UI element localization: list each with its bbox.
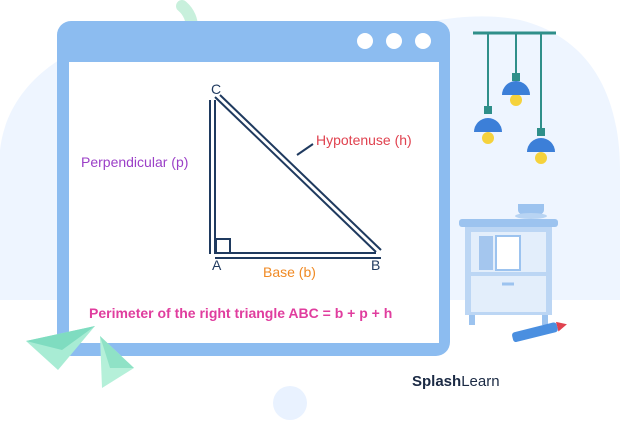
vertex-a-label: A (212, 257, 222, 273)
window-dot (415, 33, 431, 49)
diagram-canvas (69, 62, 439, 343)
base-label: Base (b) (263, 264, 316, 280)
cup-icon (515, 213, 547, 219)
window-dot (386, 33, 402, 49)
hypotenuse-pointer (296, 143, 314, 156)
splashlearn-logo: SplashLearn (412, 373, 500, 390)
vertex-b-label: B (371, 257, 381, 273)
right-angle-marker (215, 238, 231, 254)
hypotenuse-line (214, 96, 377, 253)
perimeter-formula: Perimeter of the right triangle ABC = b … (89, 305, 393, 321)
hypotenuse-line (219, 94, 382, 251)
hypotenuse-label: Hypotenuse (h) (316, 132, 412, 148)
window-dot (357, 33, 373, 49)
vertex-c-label: C (211, 81, 222, 97)
perpendicular-label: Perpendicular (p) (81, 154, 189, 170)
